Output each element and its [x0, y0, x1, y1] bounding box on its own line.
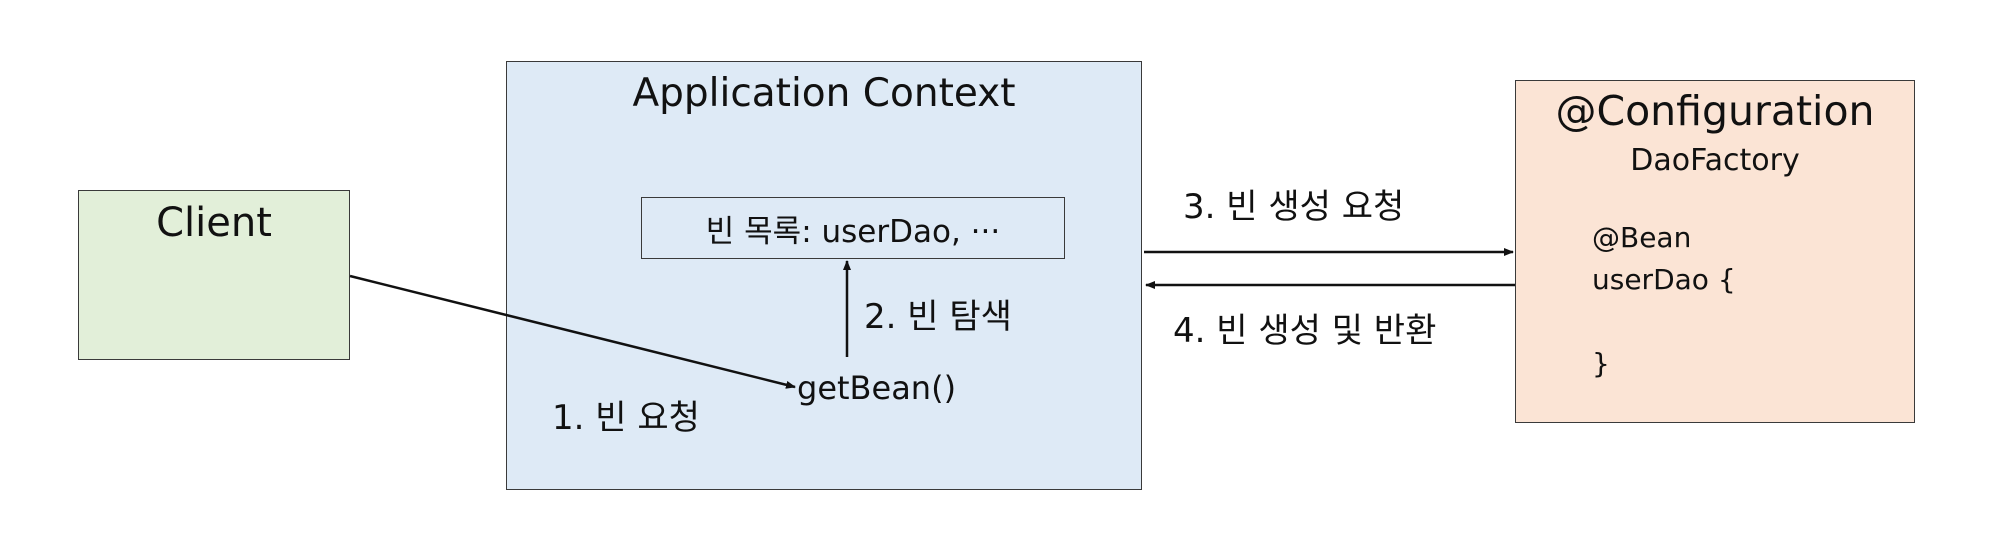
configuration-title: @Configuration: [1555, 87, 1875, 135]
bean-list-label: 빈 목록: userDao, ···: [705, 213, 1001, 250]
getbean-label: getBean(): [797, 369, 957, 407]
arrow-client-to-getbean: [349, 274, 796, 389]
step-4-label: 4. 빈 생성 및 반환: [1173, 311, 1437, 351]
step-3-label: 3. 빈 생성 요청: [1183, 187, 1405, 227]
configuration-subtitle: DaoFactory: [1630, 143, 1800, 178]
client-box: [78, 190, 350, 360]
configuration-box: [1515, 80, 1915, 423]
step-2-label: 2. 빈 탐색: [864, 297, 1012, 337]
application-context-title: Application Context: [632, 71, 1016, 116]
code-line-userdao: userDao {: [1592, 263, 1736, 296]
step-1-label: 1. 빈 요청: [552, 398, 700, 438]
client-title: Client: [156, 200, 272, 246]
application-context-box: [506, 61, 1142, 490]
bean-list-box: 빈 목록: userDao, ···: [641, 197, 1065, 259]
code-line-bean-annotation: @Bean: [1592, 221, 1692, 254]
code-line-closing-brace: }: [1592, 347, 1610, 380]
